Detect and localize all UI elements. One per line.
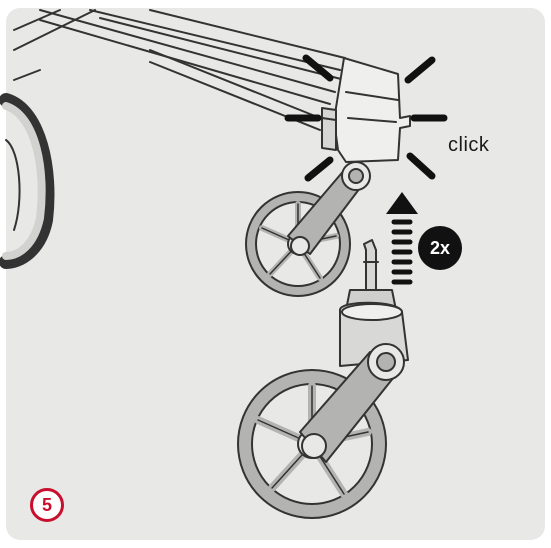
- click-label: click: [448, 134, 490, 156]
- repeat-count-badge: 2x: [418, 226, 462, 270]
- attached-wheel: [245, 161, 371, 297]
- detached-wheel: [237, 239, 409, 519]
- click-burst-lines: [284, 54, 448, 182]
- rear-wheel-partial: [0, 93, 55, 269]
- insert-arrow: [386, 192, 418, 285]
- step-number-badge: 5: [30, 488, 64, 522]
- stroller-frame-tubes: [13, 9, 346, 131]
- wheel-socket-housing: [321, 57, 411, 163]
